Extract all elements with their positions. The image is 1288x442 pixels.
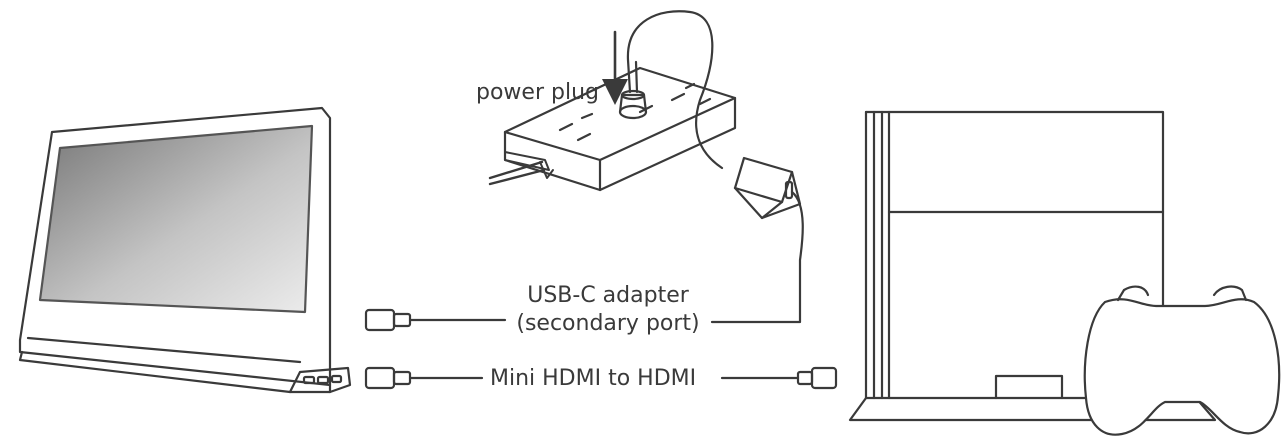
power-plug-label: power plug [476, 80, 599, 105]
game-console-icon [848, 110, 1217, 422]
usb-c-power-adapter-icon [710, 156, 804, 324]
mini-hdmi-to-hdmi-label: Mini HDMI to HDMI [490, 366, 697, 391]
mini-hdmi-connector-icon [364, 366, 484, 390]
portable-monitor-icon [18, 106, 352, 394]
game-controller-icon [1083, 285, 1281, 436]
power-strip-icon [488, 66, 737, 192]
secondary-port-label: (secondary port) [516, 311, 700, 336]
usb-c-adapter-label: USB-C adapter [527, 283, 689, 308]
usb-c-connector-icon [364, 308, 507, 332]
hdmi-connector-icon [720, 366, 838, 390]
